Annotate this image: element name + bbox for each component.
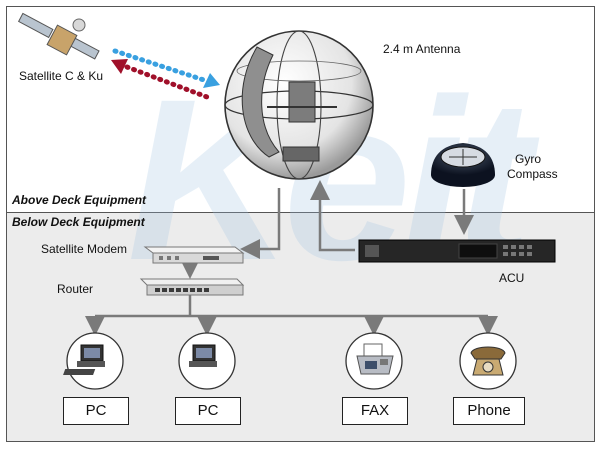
gyro-label-line2: Compass [507,167,558,181]
gyro-label-line1: Gyro [515,152,542,166]
uplink-arrowhead [111,59,128,74]
device-label-pc-1: PC [63,397,129,425]
acu-label: ACU [499,271,525,285]
diagram-frame: Keit [6,6,595,442]
device-label-fax: FAX [342,397,408,425]
diagram-graphics [17,12,556,390]
antenna-label: 2.4 m Antenna [383,42,461,56]
below-deck-label: Below Deck Equipment [12,215,145,229]
above-deck-label: Above Deck Equipment [12,193,147,207]
antenna-radome-icon [224,30,374,180]
device-label-phone: Phone [453,397,525,425]
phone-icon [470,346,506,376]
satellite-label: Satellite C & Ku [19,69,104,83]
pc-icon [63,344,217,375]
acu-unit-icon [358,239,556,263]
satellite-modem-label: Satellite Modem [41,242,128,256]
fax-icon [356,343,394,375]
downlink-arrowhead [203,73,220,88]
pc-icon [77,344,105,367]
device-label-pc-2: PC [175,397,241,425]
router-label: Router [57,282,94,296]
gyro-compass-icon [431,143,495,187]
uplink-signal-arrow [124,64,210,100]
satellite-icon [17,12,100,60]
satellite-modem-icon [143,246,245,264]
acu-to-antenna-connector [310,180,355,252]
router-icon [139,278,245,296]
antenna-to-modem-connector [240,188,281,259]
downlink-signal-arrow [112,48,210,84]
